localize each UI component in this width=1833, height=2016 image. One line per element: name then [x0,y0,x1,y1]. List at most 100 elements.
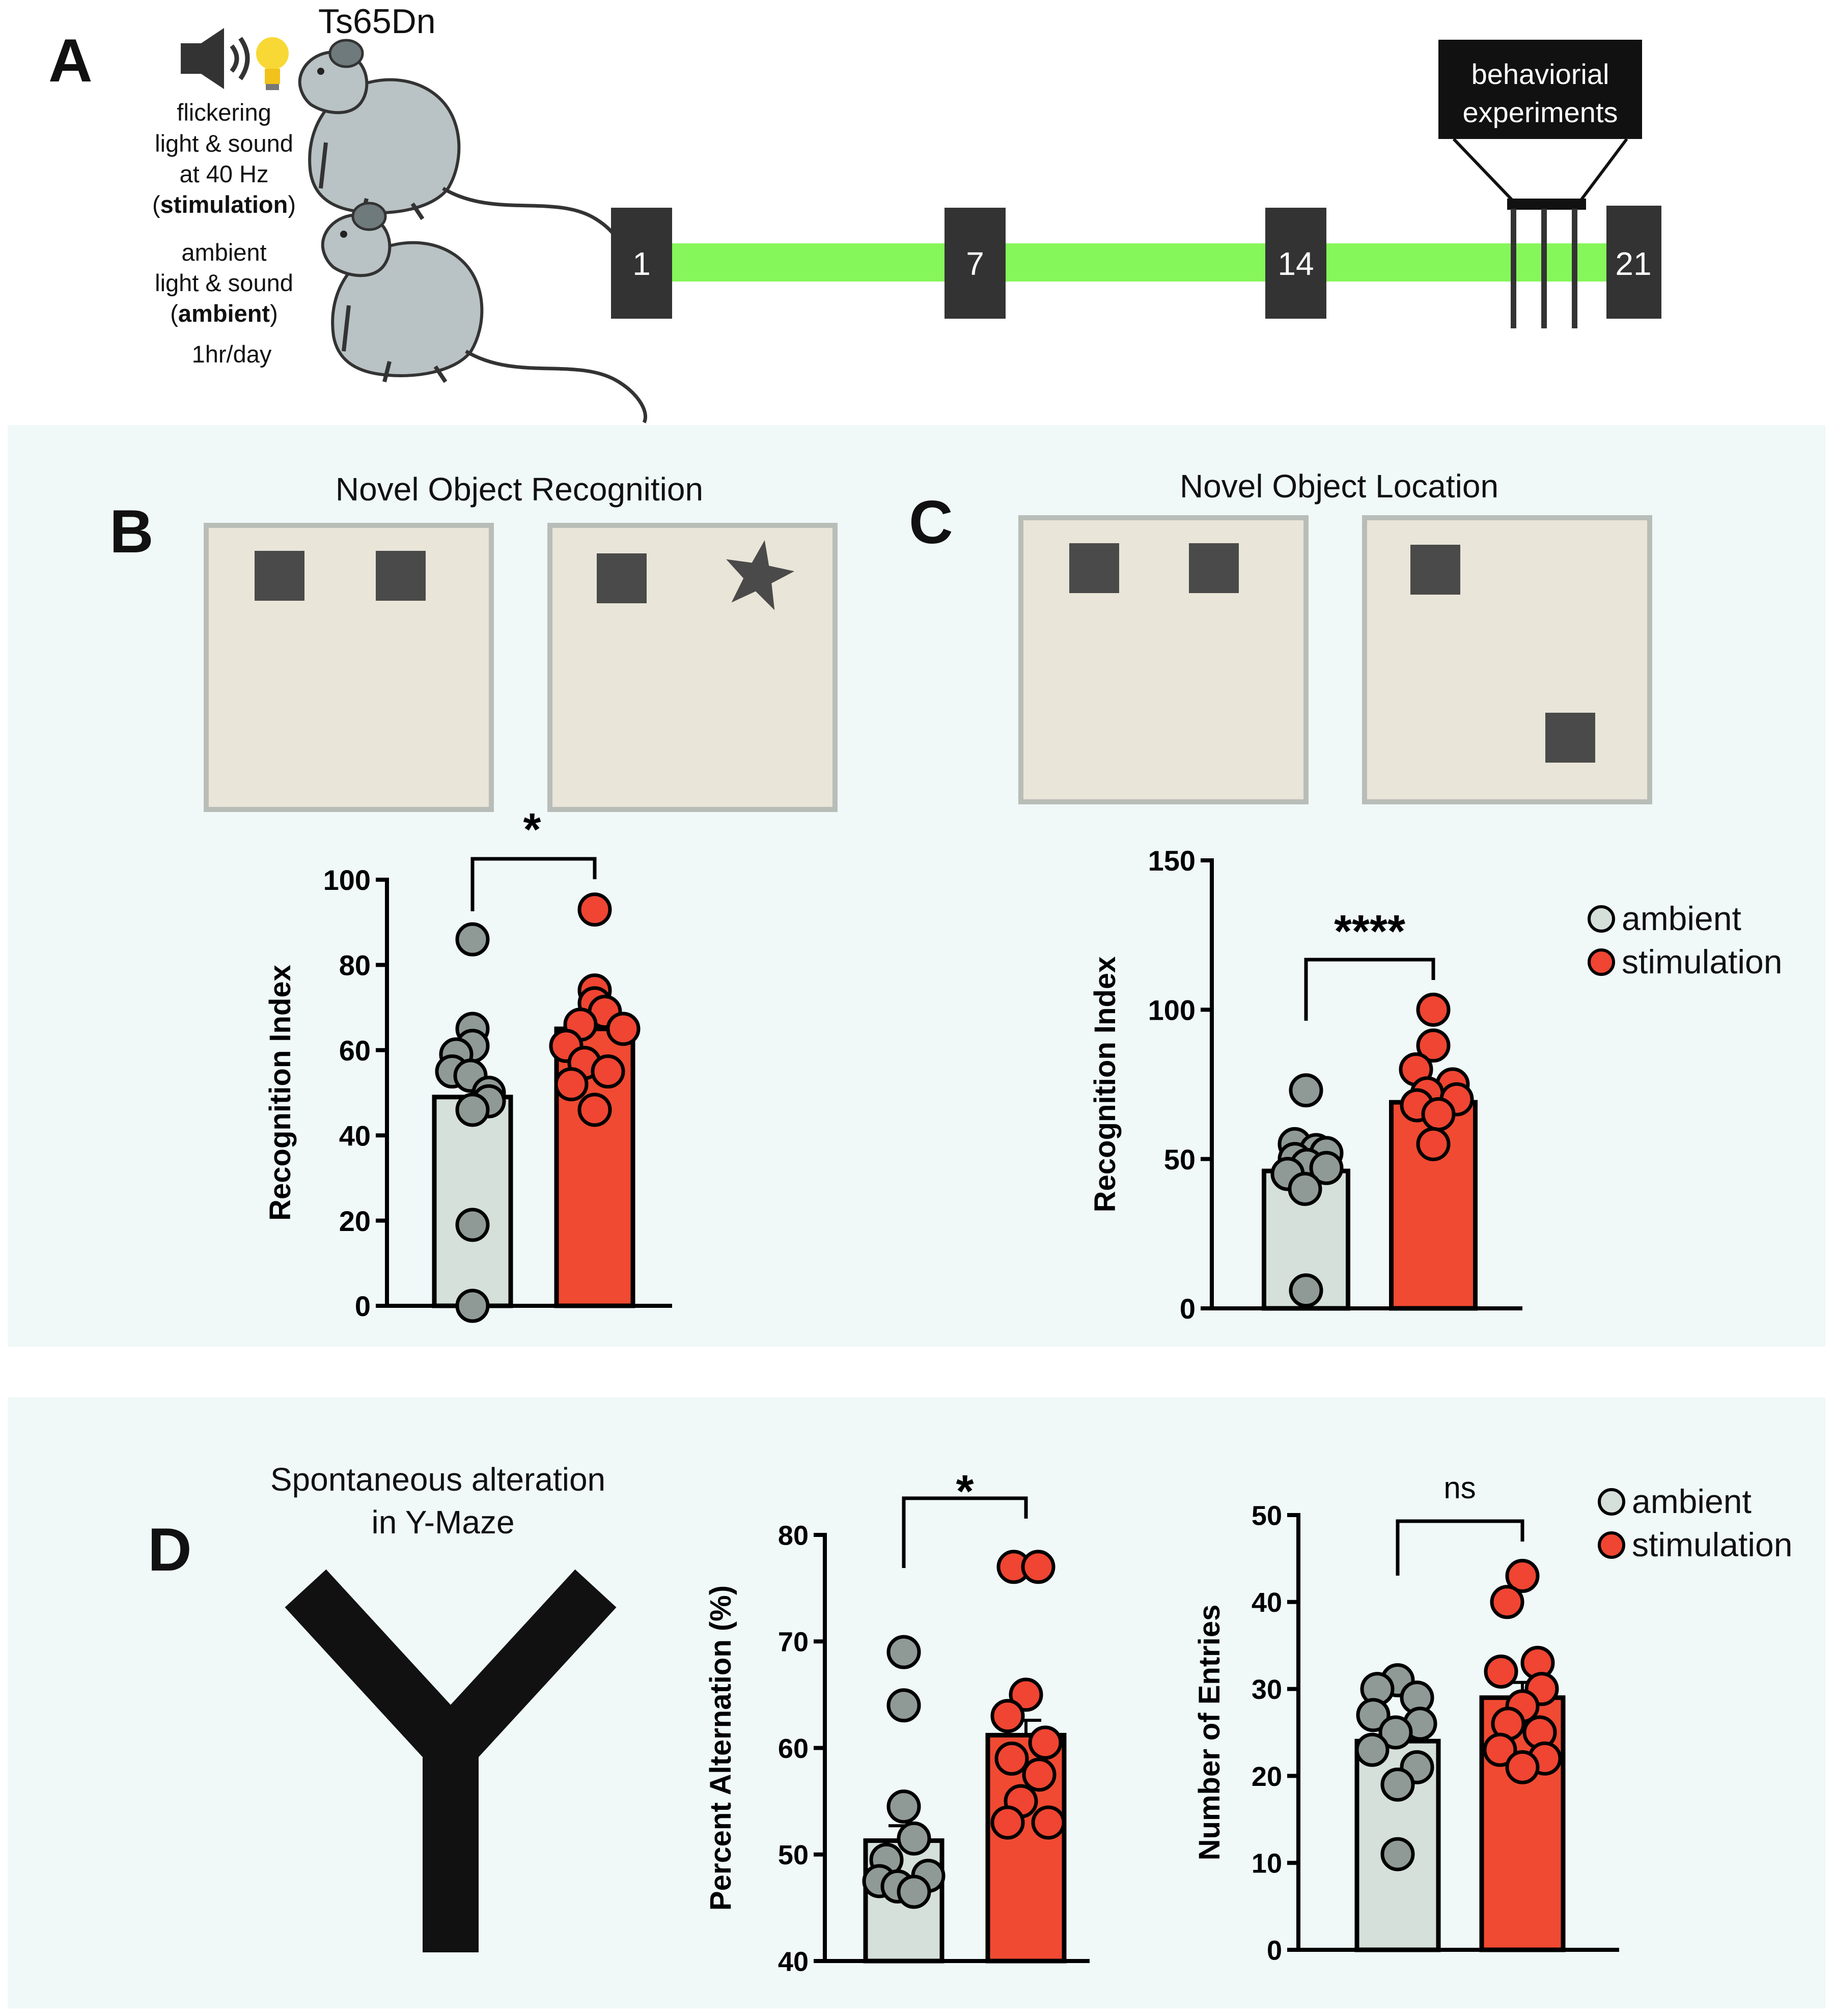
bar-ambient [432,1095,513,1308]
y-tick-label: 100 [1148,994,1196,1026]
y-tick-label: 40 [339,1119,371,1152]
y-axis-label: Recognition Index [264,965,297,1221]
data-point-stimulation [994,1741,1029,1776]
legend-label-stimulation: stimulation [1622,943,1782,981]
amb-condition-label: (ambient) [170,300,278,327]
arena-training [1018,515,1309,804]
y-axis-label: Recognition Index [1089,957,1122,1213]
y-tick-label: 20 [1252,1761,1282,1792]
behav-line-1: behaviorial [1471,58,1609,90]
data-point-ambient [897,1821,931,1856]
amb-line-1: ambient [181,239,266,266]
y-tick-label: 0 [1180,1293,1196,1325]
data-point-stimulation [1416,1127,1451,1161]
panel-a: A Ts65Dn flickering light & sound at 40 … [48,2,1661,423]
legend-marker-stimulation [1588,948,1615,976]
data-point-ambient [1380,1767,1415,1802]
stim-condition-label: (stimulation) [152,191,296,218]
behavior-bracket: behaviorial experiments [1438,40,1642,328]
y-axis-label: Number of Entries [1193,1605,1226,1861]
timeline-markers: 1 7 14 21 [611,206,1661,319]
lightbulb-icon [256,37,289,90]
data-point-stimulation [1021,1550,1056,1584]
data-point-ambient [886,1635,921,1669]
legend-label-ambient: ambient [1622,900,1741,937]
y-tick-label: 20 [339,1205,371,1237]
y-tick-label: 50 [778,1840,809,1870]
data-point-ambient [1289,1273,1323,1308]
arena-familiar [204,523,494,812]
stim-bold: stimulation [160,191,288,218]
panel-d-label: D [148,1516,192,1584]
day-box-21 [1606,206,1661,319]
object-square [1410,545,1460,595]
y-tick-label: 80 [778,1520,809,1551]
legend-marker-ambient [1588,905,1615,933]
day-box-14 [1265,208,1326,319]
panel-c-title: Novel Object Location [1180,468,1498,505]
panel-d-title-line-1: Spontaneous alteration [270,1461,605,1498]
panel-d-title-line-2: in Y-Maze [371,1504,514,1541]
data-point-stimulation [1483,1732,1517,1767]
amb-bold: ambient [178,300,270,327]
day-label-21: 21 [1615,245,1651,282]
panel-d: D Spontaneous alteration in Y-Maze 40506… [148,1461,1792,1977]
legend-marker-ambient [1598,1488,1625,1516]
arena-moved [1362,515,1652,804]
data-point-ambient [1288,1171,1322,1206]
mouse-illustration-ambient [323,203,646,423]
day-box-7 [945,208,1006,319]
data-point-stimulation [1009,1677,1043,1712]
legend-marker-stimulation [1598,1531,1625,1559]
y-tick-label: 50 [1164,1143,1196,1175]
data-point-ambient [886,1688,921,1723]
day-label-14: 14 [1277,245,1314,282]
data-point-ambient [886,1789,921,1824]
object-square [376,551,426,601]
data-point-stimulation [606,1012,641,1046]
data-point-ambient [1378,1715,1413,1750]
y-tick-label: 40 [1252,1587,1282,1618]
y-tick-label: 40 [778,1946,809,1977]
y-tick-label: 0 [355,1290,371,1322]
data-point-stimulation [1028,1725,1063,1760]
panel-b: B Novel Object Recognition 020406080100R… [109,471,838,1323]
panel-b-label: B [109,497,154,566]
y-tick-label: 150 [1148,845,1196,877]
y-tick-label: 0 [1267,1935,1282,1966]
panel-c-label: C [909,488,953,556]
day-label-1: 1 [632,245,651,282]
panel-b-title: Novel Object Recognition [336,471,703,508]
panel-c: C Novel Object Location 0 50 100 150Recogni… [909,468,1782,1325]
significance-label: * [523,804,541,855]
stim-line-2: light & sound [155,130,293,157]
data-point-stimulation [1484,1654,1518,1689]
data-point-stimulation [591,1054,625,1089]
y-maze-diagram [285,1569,617,1952]
data-point-ambient [455,1208,490,1242]
y-tick-label: 10 [1252,1849,1282,1879]
object-square [255,551,304,601]
arena-novel [547,523,838,812]
data-point-stimulation [1505,1559,1540,1593]
data-point-stimulation [1490,1585,1524,1619]
object-square [1545,713,1595,763]
y-axis-label: Percent Alternation (%) [704,1585,737,1911]
behav-line-2: experiments [1462,96,1618,128]
speaker-icon [181,28,250,89]
data-point-stimulation [1022,1757,1057,1792]
legend-label-ambient: ambient [1632,1482,1752,1520]
data-point-stimulation [990,1699,1025,1733]
significance-bracket [902,1496,1028,1568]
data-point-stimulation [990,1805,1025,1840]
significance-bracket [1304,958,1435,1021]
significance-label: ns [1443,1471,1476,1505]
data-point-stimulation [1031,1805,1066,1840]
data-point-stimulation [1505,1750,1540,1784]
y-tick-label: 100 [323,864,371,896]
